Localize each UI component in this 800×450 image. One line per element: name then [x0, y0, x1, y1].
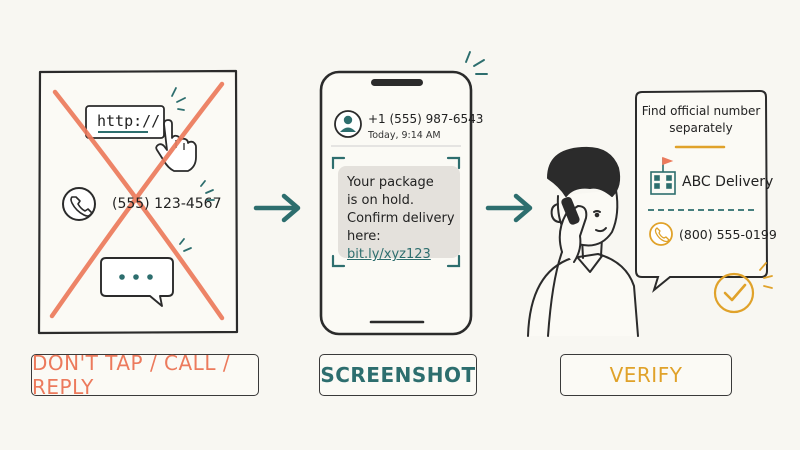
phone-icon: [649, 222, 673, 246]
phone-icon: [62, 187, 96, 221]
message-link[interactable]: bit.ly/xyz123: [347, 247, 431, 262]
sender-number: +1 (555) 987-6543: [368, 112, 484, 126]
checkmark-icon: [713, 262, 773, 314]
link-text: http://: [97, 112, 161, 130]
verify-card-title-line: Find official number: [641, 104, 761, 118]
message-line: Confirm delivery: [347, 211, 455, 226]
message-line: Your package: [347, 175, 434, 190]
verify-card-title: Find official number separately: [638, 103, 764, 137]
suspicious-phone-number: (555) 123-4567: [112, 196, 222, 212]
chat-bubble-icon: [100, 257, 174, 307]
arrow-right-icon: [253, 193, 301, 223]
message-line: is on hold.: [347, 193, 415, 208]
verify-card-title-line: separately: [669, 121, 733, 135]
message-timestamp: Today, 9:14 AM: [368, 130, 441, 141]
step-label-verify: VERIFY: [560, 354, 732, 396]
avatar-icon: [334, 110, 362, 138]
arrow-right-icon: [485, 193, 533, 223]
message-line-link: here: bit.ly/xyz123: [347, 228, 459, 264]
company-name: ABC Delivery: [682, 174, 774, 190]
official-phone-number: (800) 555-0199: [679, 227, 777, 242]
man-on-phone-icon: [527, 146, 639, 337]
building-icon: [650, 156, 676, 195]
message-prefix: here:: [347, 229, 381, 244]
cross-out-mark: [49, 81, 225, 321]
message-body: Your package is on hold. Confirm deliver…: [347, 174, 459, 264]
step-label-screenshot: SCREENSHOT: [319, 354, 477, 396]
step-label-dont: DON'T TAP / CALL / REPLY: [31, 351, 259, 399]
